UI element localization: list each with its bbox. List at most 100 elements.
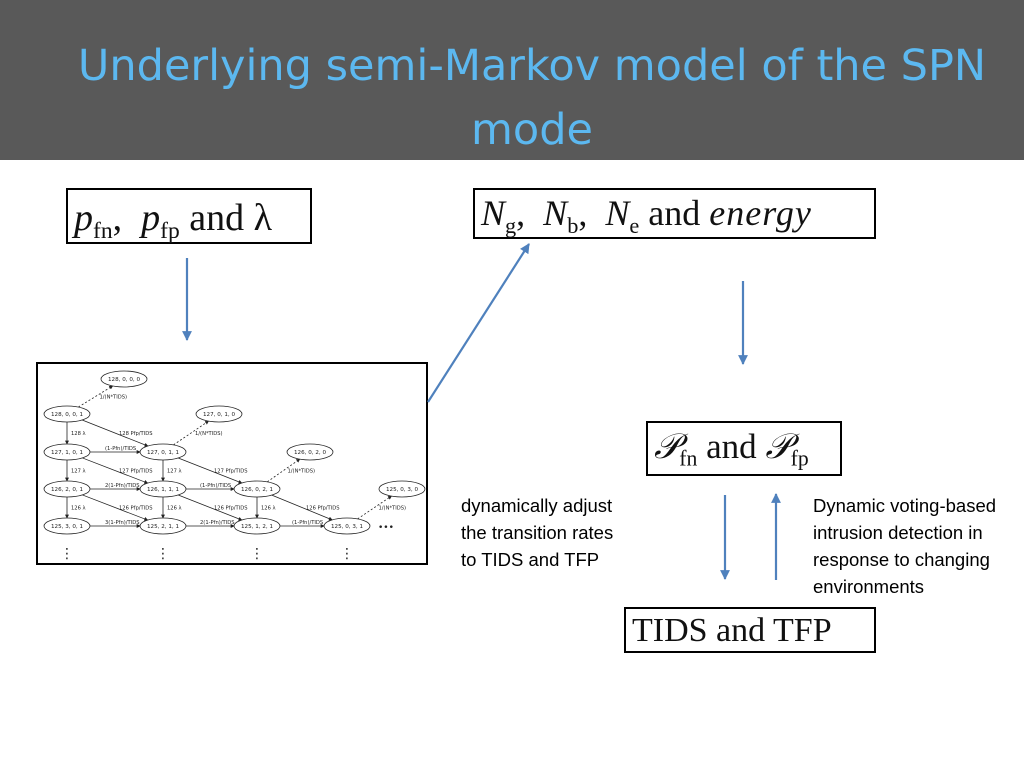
markov-state: 126, 0, 2, 0 xyxy=(286,443,334,461)
svg-text:125, 1, 2, 1: 125, 1, 2, 1 xyxy=(241,524,273,530)
ellipsis-marker: ••• xyxy=(378,523,394,533)
g-subscript: g xyxy=(505,212,517,238)
b-subscript: b xyxy=(567,212,579,238)
transition-label: 127 λ xyxy=(167,469,182,475)
transition-label: 126 λ xyxy=(261,506,276,512)
transition-label: 1/(N*TIDS) xyxy=(379,506,407,512)
markov-state: 128, 0, 0, 0 xyxy=(100,370,148,388)
box-tids-tfp: TIDS and TFP xyxy=(624,607,876,653)
svg-text:125, 0, 3, 1: 125, 0, 3, 1 xyxy=(331,524,363,530)
n-symbol: N xyxy=(481,193,506,233)
transition-label: 2(1-Pfn)/TIDS xyxy=(105,483,140,489)
transition-edge xyxy=(267,458,301,483)
n-symbol: N xyxy=(605,193,630,233)
energy-word: energy xyxy=(709,193,812,233)
cal-p-symbol: 𝒫 xyxy=(765,427,791,467)
transition-edge xyxy=(82,419,149,447)
transition-edge xyxy=(82,494,149,521)
svg-text:126, 0, 2, 1: 126, 0, 2, 1 xyxy=(241,487,273,493)
tids-tfp-label: TIDS and TFP xyxy=(632,612,832,649)
p-symbol: p xyxy=(74,197,93,239)
vertical-ellipsis: ⋮ xyxy=(60,546,74,562)
svg-text:125, 0, 3, 0: 125, 0, 3, 0 xyxy=(386,487,418,493)
transition-label: (1-Pfn)/TIDS xyxy=(200,483,231,489)
transition-label: 3(1-Pfn)/TIDS xyxy=(105,520,140,526)
transition-label: 1/(N*TIDS) xyxy=(288,469,316,475)
markov-state: 127, 0, 1, 1 xyxy=(139,443,187,461)
e-subscript: e xyxy=(629,212,640,238)
lambda-symbol: λ xyxy=(253,197,273,239)
title-bar xyxy=(0,0,1024,160)
vertical-ellipsis: ⋮ xyxy=(340,546,354,562)
markov-diagram: 1/(N*TIDS) 128 λ 128 Pfp/TIDS 1/(N*TIDS) (1-… xyxy=(36,362,428,565)
n-symbol: N xyxy=(543,193,568,233)
svg-text:128, 0, 0, 0: 128, 0, 0, 0 xyxy=(108,377,140,383)
markov-chain-svg: 1/(N*TIDS) 128 λ 128 Pfp/TIDS 1/(N*TIDS) (1-… xyxy=(43,370,426,562)
and-word: and xyxy=(189,197,245,239)
transition-edge xyxy=(271,494,333,521)
transition-edge xyxy=(82,457,149,484)
svg-text:126, 2, 0, 1: 126, 2, 0, 1 xyxy=(51,487,83,493)
transition-label: 127 λ xyxy=(71,469,86,475)
svg-text:125, 2, 1, 1: 125, 2, 1, 1 xyxy=(147,524,179,530)
fn-subscript: fn xyxy=(93,218,113,245)
transition-label: 1/(N*TIDS) xyxy=(195,431,223,437)
comma: , xyxy=(578,193,588,233)
transition-label: (1-Pfn)/TIDS xyxy=(292,520,323,526)
transition-label: 128 λ xyxy=(71,431,86,437)
fp-subscript: fp xyxy=(160,218,180,245)
vertical-ellipsis: ⋮ xyxy=(156,546,170,562)
transition-label: 127 Pfp/TIDS xyxy=(214,469,248,475)
cal-p-symbol: 𝒫 xyxy=(654,427,680,467)
transition-edge xyxy=(357,495,392,520)
transition-label: 126 λ xyxy=(167,506,182,512)
and-word: and xyxy=(648,193,701,233)
transition-label: 128 Pfp/TIDS xyxy=(119,431,153,437)
svg-text:126, 0, 2, 0: 126, 0, 2, 0 xyxy=(294,450,326,456)
svg-text:126, 1, 1, 1: 126, 1, 1, 1 xyxy=(147,487,179,493)
markov-state: 125, 2, 1, 1 xyxy=(139,517,187,535)
markov-state: 127, 0, 1, 0 xyxy=(195,405,243,423)
transition-label: 126 λ xyxy=(71,506,86,512)
markov-state: 125, 1, 2, 1 xyxy=(233,517,281,535)
transition-label: 126 Pfp/TIDS xyxy=(214,506,248,512)
markov-state: 125, 0, 3, 0 xyxy=(378,480,426,498)
svg-text:128, 0, 0, 1: 128, 0, 0, 1 xyxy=(51,412,83,418)
box-ng-nb-ne-energy: Ng, Nb, Ne and energy xyxy=(473,188,876,239)
note-adjust-rates: dynamically adjust the transition rates … xyxy=(461,495,614,570)
slide-title: Underlying semi-Markov model of the SPN … xyxy=(77,41,987,155)
comma: , xyxy=(112,197,123,239)
fp-subscript: fp xyxy=(790,446,809,471)
markov-state: 125, 3, 0, 1 xyxy=(43,517,91,535)
transition-edge xyxy=(173,420,210,446)
transition-edge xyxy=(78,385,114,408)
transition-edge xyxy=(178,457,243,484)
vertical-ellipsis: ⋮ xyxy=(250,546,264,562)
svg-text:127, 1, 0, 1: 127, 1, 0, 1 xyxy=(51,450,83,456)
transition-label: 127 Pfp/TIDS xyxy=(119,469,153,475)
comma: , xyxy=(516,193,526,233)
transition-label: 2(1-Pfn)/TIDS xyxy=(200,520,235,526)
and-word: and xyxy=(706,427,757,466)
markov-state: 125, 0, 3, 1 xyxy=(323,517,371,535)
transition-label: 126 Pfp/TIDS xyxy=(119,506,153,512)
svg-text:127, 0, 1, 1: 127, 0, 1, 1 xyxy=(147,450,179,456)
markov-state: 126, 1, 1, 1 xyxy=(139,480,187,498)
transition-edge xyxy=(178,494,243,521)
markov-state: 128, 0, 0, 1 xyxy=(43,405,91,423)
transition-label: 126 Pfp/TIDS xyxy=(306,506,340,512)
note-dynamic-voting: Dynamic voting-based intrusion detection… xyxy=(813,495,997,597)
markov-state: 126, 2, 0, 1 xyxy=(43,480,91,498)
fn-subscript: fn xyxy=(679,446,698,471)
svg-text:125, 3, 0, 1: 125, 3, 0, 1 xyxy=(51,524,83,530)
box-pfn-pfp-lambda: pfn, pfp and λ xyxy=(66,188,312,244)
box-cal-pfn-pfp: 𝒫fn and 𝒫fp xyxy=(646,421,842,476)
transition-label: 1/(N*TIDS) xyxy=(100,395,128,401)
arrow-diagonal-icon xyxy=(427,243,530,403)
p-symbol: p xyxy=(141,197,161,239)
markov-state: 127, 1, 0, 1 xyxy=(43,443,91,461)
svg-text:127, 0, 1, 0: 127, 0, 1, 0 xyxy=(203,412,235,418)
markov-state: 126, 0, 2, 1 xyxy=(233,480,281,498)
transition-label: (1-Pfn)/TIDS xyxy=(105,446,136,452)
